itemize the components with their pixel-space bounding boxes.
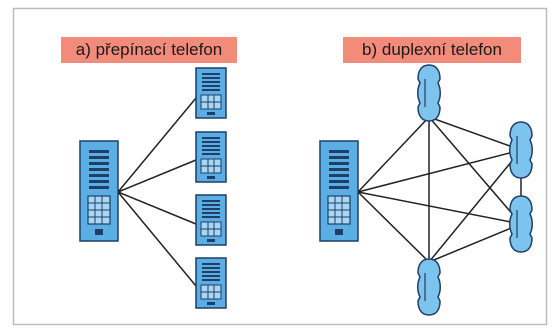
label-switching-phone: a) přepínací telefon bbox=[61, 37, 237, 63]
label-duplex-phone: b) duplexní telefon bbox=[343, 37, 521, 63]
handset-right-lower-icon bbox=[509, 195, 533, 253]
terminal-1-icon bbox=[195, 67, 227, 119]
terminal-2-icon bbox=[195, 131, 227, 183]
handset-top-icon bbox=[417, 64, 441, 122]
handset-right-upper-icon bbox=[509, 121, 533, 179]
diagram-b-links bbox=[357, 116, 522, 263]
central-phone-icon bbox=[79, 140, 119, 242]
terminal-3-icon bbox=[195, 194, 227, 246]
diagram-a-links bbox=[117, 97, 197, 287]
frame-border bbox=[12, 7, 548, 326]
duplex-central-phone-icon bbox=[319, 140, 359, 242]
handset-bottom-icon bbox=[417, 258, 441, 316]
terminal-4-icon bbox=[195, 257, 227, 309]
